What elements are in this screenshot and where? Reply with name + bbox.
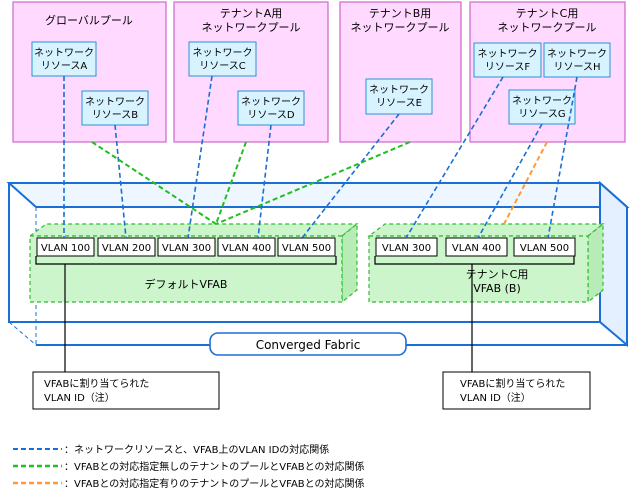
resource-box (473, 42, 542, 78)
resource-label-line2: リソースF (485, 62, 530, 73)
pool-title-line1: テナントA用 (220, 7, 283, 20)
fabric-hidden-edge-d (8, 321, 37, 346)
callout-line2: VLAN ID（注） (460, 391, 531, 404)
default-vfab-label: デフォルトVFAB (145, 277, 228, 291)
resource-label-line2: リソースH (553, 62, 600, 73)
callout-left: VFABに割り当てられた VLAN ID（注） (32, 371, 220, 410)
resource-label-line2: リソースC (199, 61, 245, 72)
resource-label-line2: リソースB (92, 110, 138, 121)
tenant-vlan-row: VLAN 300 VLAN 400 VLAN 500 (375, 237, 576, 257)
callout-line2: VLAN ID（注） (44, 391, 115, 404)
link-e-vlan500 (301, 113, 400, 239)
link-d-vlan400 (257, 124, 272, 239)
tenant-vfab-label-line2: VFAB (B) (473, 282, 521, 295)
link-b-vlan200 (114, 124, 127, 239)
callout-line1: VFABに割り当てられた (460, 377, 565, 390)
legend-orange-text: ：VFABとの対応指定有りのテナントのプールとVFABとの対応関係 (64, 477, 365, 490)
resource-label-line2: リソースE (376, 98, 422, 109)
vlan-box (36, 237, 95, 257)
resource-label-line2: リソースA (41, 61, 87, 72)
fabric-label-text: Converged Fabric (256, 338, 361, 352)
resource-box (237, 90, 305, 126)
vlan-box (513, 237, 576, 257)
pool-title-line2: ネットワークプール (202, 21, 301, 34)
link-h-vlan500 (547, 76, 578, 239)
resource-label-line1: ネットワーク (478, 48, 538, 60)
resource-b: ネットワーク リソースB (81, 90, 149, 126)
vlan-label: VLAN 400 (452, 243, 501, 254)
resource-label-line1: ネットワーク (547, 48, 607, 60)
tenant-vfab-box: テナントC用 VFAB (B) (367, 222, 605, 304)
tenant-vlan-bracket (374, 256, 575, 265)
resource-label-line2: リソースG (518, 109, 565, 120)
resource-label-line1: ネットワーク (241, 96, 301, 108)
converged-fabric-label: Converged Fabric (209, 332, 407, 356)
pool-title-line1: テナントC用 (516, 7, 579, 20)
resource-box (188, 41, 257, 77)
default-vlan-row: VLAN 100 VLAN 200 VLAN 300 VLAN 400 VLAN… (36, 237, 336, 257)
resource-box (31, 41, 97, 77)
vlan-box (157, 237, 216, 257)
resource-a: ネットワーク リソースA (31, 41, 97, 77)
green-link-tenant-a (215, 141, 247, 225)
link-f-vlan300 (405, 76, 504, 239)
vlan-box (97, 237, 156, 257)
green-links (91, 141, 411, 225)
default-vlan-bracket (35, 256, 337, 265)
vlan-label: VLAN 400 (222, 243, 271, 254)
resource-box (508, 89, 576, 125)
callout-box (442, 371, 591, 410)
resource-c: ネットワーク リソースC (188, 41, 257, 77)
resource-box (365, 78, 433, 115)
vlan-box (277, 237, 336, 257)
pool-title-line2: ネットワークプール (498, 21, 597, 34)
resource-label-line1: ネットワーク (369, 84, 429, 96)
callout-box (32, 371, 220, 410)
tenant-vfab-side (587, 222, 604, 304)
resource-label-line2: リソースD (247, 110, 294, 121)
pool-title-line1: テナントB用 (369, 7, 432, 20)
resource-d: ネットワーク リソースD (237, 90, 305, 126)
vlan-box (217, 237, 276, 257)
green-link-tenant-b (215, 141, 411, 225)
vlan-label: VLAN 200 (102, 243, 151, 254)
resource-label-line1: ネットワーク (85, 96, 145, 108)
vlan-label: VLAN 100 (41, 243, 90, 254)
fabric-top-face (6, 182, 630, 208)
pool-tenant-b: テナントB用 ネットワークプール (339, 1, 462, 143)
vlan-label: VLAN 500 (282, 243, 331, 254)
resource-h: ネットワーク リソースH (543, 42, 611, 78)
vlan-label: VLAN 300 (382, 243, 431, 254)
resource-g: ネットワーク リソースG (508, 89, 576, 125)
legend-green-text: ：VFABとの対応指定無しのテナントのプールとVFABとの対応関係 (64, 460, 365, 473)
legend-blue-text: ：ネットワークリソースと、VFAB上のVLAN IDの対応関係 (64, 443, 329, 456)
vlan-label: VLAN 300 (162, 243, 211, 254)
resource-label-line1: ネットワーク (193, 47, 253, 59)
tenant-vfab-top (367, 223, 605, 237)
callout-right: VFABに割り当てられた VLAN ID（注） (442, 371, 591, 410)
legend: ：ネットワークリソースと、VFAB上のVLAN IDの対応関係 ：VFABとの対… (13, 443, 365, 490)
callout-line1: VFABに割り当てられた (44, 377, 149, 390)
vlan-box (445, 237, 508, 257)
pool-box (339, 1, 462, 143)
default-vfab-box: デフォルトVFAB (28, 222, 359, 304)
link-c-vlan300 (187, 75, 213, 239)
tenant-vfab-label-line1: テナントC用 (466, 268, 529, 281)
fabric-label-box (209, 332, 407, 356)
pool-title: グローバルプール (45, 13, 133, 27)
resource-box (543, 42, 611, 78)
resource-e: ネットワーク リソースE (365, 78, 433, 115)
blue-links (63, 75, 578, 239)
resource-label-line1: ネットワーク (34, 47, 94, 59)
pool-title-line2: ネットワークプール (351, 21, 450, 34)
resource-label-line1: ネットワーク (512, 95, 572, 107)
green-link-global (91, 141, 217, 225)
link-g-vlan400 (477, 123, 543, 239)
vlan-label: VLAN 500 (520, 243, 569, 254)
default-vfab-side (341, 222, 358, 304)
fabric-side-face (599, 180, 628, 348)
resource-f: ネットワーク リソースF (473, 42, 542, 78)
